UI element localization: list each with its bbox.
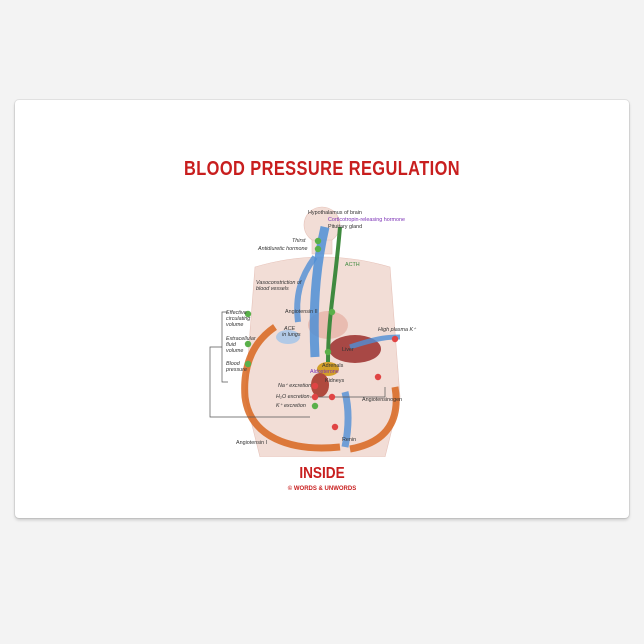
extracellular-label: Extracellular (226, 336, 256, 342)
angiotensin-ii-label: Angiotensin II (285, 309, 318, 315)
volume2-label: volume (226, 348, 244, 354)
adh-label: Antidiuretic hormone (258, 246, 308, 252)
red-minus-markers (311, 335, 399, 431)
na-excretion-label: Na⁺ excretion (278, 383, 312, 389)
kidneys-label: Kidneys (325, 378, 345, 384)
acth-arrow (326, 226, 342, 363)
thirst-label: Thirst (292, 238, 306, 244)
angiotensin-i-label: Angiotensin I (236, 440, 268, 446)
fluid-label: fluid (226, 342, 236, 348)
orange-right-arrow (349, 386, 400, 453)
lungs-organ (276, 330, 300, 344)
ace-label: ACE (284, 326, 296, 332)
body-silhouette (244, 206, 401, 458)
vasoconstriction-label: Vasoconstriction of (256, 280, 302, 286)
liver-label: Liver (342, 347, 354, 353)
diagram-graphic (209, 206, 401, 458)
kidney-organ (311, 373, 329, 397)
aldosterone-label: Aldosterone (310, 369, 339, 375)
orange-left-arrow (241, 324, 341, 452)
inside-caption: INSIDE (299, 465, 345, 482)
blue-up-arrow (309, 225, 330, 358)
acth-label: ACTH (345, 262, 360, 268)
adrenals-label: Adrenals (322, 363, 344, 369)
volume1-label: volume (226, 322, 244, 328)
circulating-label: circulating (226, 316, 251, 322)
hypothalamus-label: Hypothalamus of brain (308, 210, 362, 216)
green-plus-markers (244, 237, 336, 410)
blue-left-arrow (294, 255, 318, 323)
high-k-label: High plasma K⁺ (378, 327, 416, 333)
renin-label: Renin (342, 437, 357, 443)
k-excretion-label: K⁺ excretion (276, 403, 306, 409)
angiotensinogen-label: Angiotensinogen (362, 397, 403, 403)
blood-pressure-diagram: Hypothalamus of brain Corticotropin-rele… (200, 197, 440, 458)
blood-label: Blood (226, 361, 240, 367)
feedback-line (209, 346, 310, 418)
blood-vessels-label: blood vessels (256, 286, 289, 292)
copyright-text: © WORDS & UNWORDS (287, 486, 357, 492)
pituitary-label: Pituitary gland (328, 224, 363, 230)
adrenal-organ (317, 362, 339, 376)
pressure-label: pressure (226, 367, 247, 373)
in-lungs-label: in lungs (282, 332, 301, 338)
page-title: BLOOD PRESSURE REGULATION (183, 158, 461, 180)
crh-label: Corticotropin-releasing hormone (328, 217, 406, 223)
h2o-excretion-label: H₂O excretion (276, 394, 310, 400)
effective-label: Effective (226, 310, 247, 316)
